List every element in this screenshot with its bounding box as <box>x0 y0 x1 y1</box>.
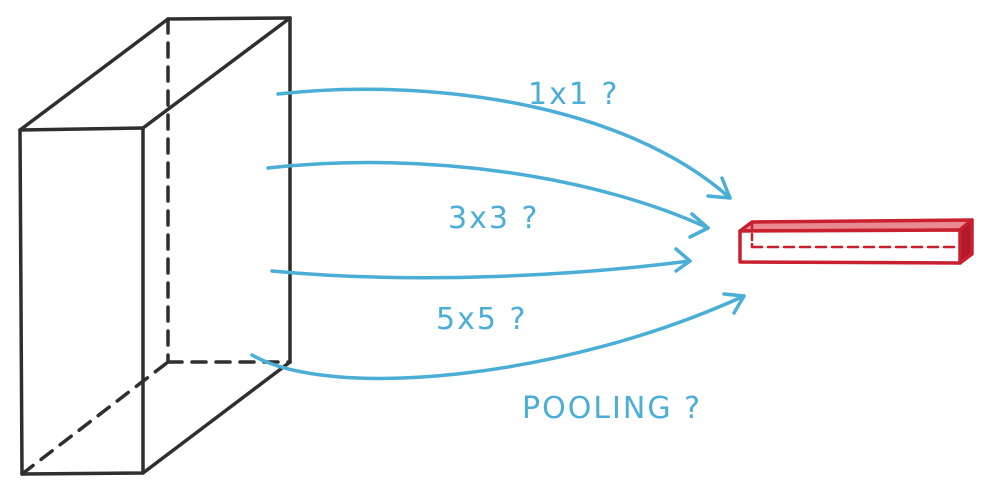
input-volume-top-right-edge <box>141 16 292 130</box>
arrow-pooling <box>250 294 746 381</box>
input-volume <box>18 16 292 476</box>
input-volume-bottom-right-edge <box>141 360 292 475</box>
label-pooling: POOLING ? <box>522 391 702 426</box>
input-volume-front-face <box>18 126 145 476</box>
arrow-1x1-head <box>706 176 732 200</box>
operation-arrows <box>250 87 746 381</box>
arrow-5x5-head <box>674 247 692 273</box>
output-volume <box>738 218 974 265</box>
input-volume-back-top-edge <box>166 16 292 21</box>
label-5x5: 5x5 ? <box>436 302 527 337</box>
arrow-1x1 <box>276 87 732 200</box>
output-volume-right-face <box>958 218 974 265</box>
arrow-3x3-head <box>688 212 710 239</box>
operation-labels: 1x1 ? 3x3 ? 5x5 ? POOLING ? <box>436 77 702 426</box>
input-volume-top-left-edge <box>18 17 170 132</box>
arrow-pooling-head <box>722 292 746 315</box>
label-1x1: 1x1 ? <box>528 77 619 112</box>
arrow-3x3 <box>266 160 710 230</box>
input-volume-hidden-diagonal-edge <box>20 360 170 476</box>
arrow-5x5 <box>270 259 692 280</box>
label-3x3: 3x3 ? <box>448 201 539 236</box>
